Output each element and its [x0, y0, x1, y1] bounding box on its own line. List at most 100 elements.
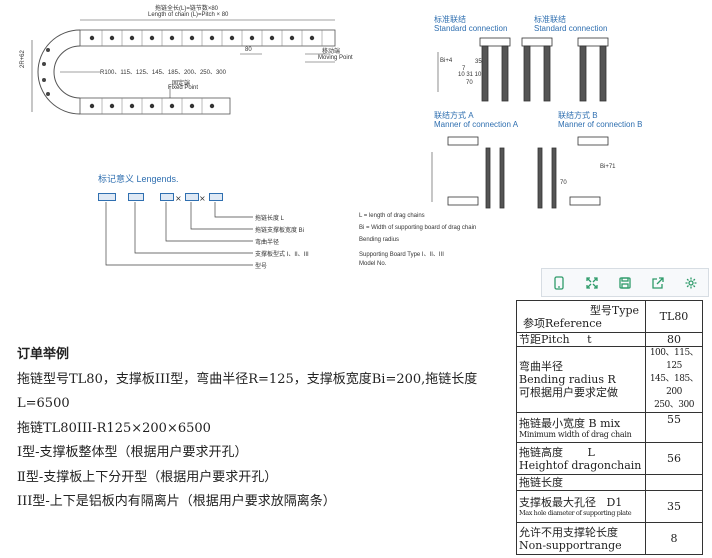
- dim-bi71: Bi+71: [600, 164, 616, 170]
- std-conn-b-en: Standard connection: [534, 24, 608, 33]
- legend-cn-0: 拖链长度 L: [255, 216, 285, 222]
- legend-box-2: [128, 193, 144, 201]
- connection-drawings: 标准联结 Standard connection 标准联结 Standard c…: [430, 12, 643, 222]
- radius-list-label: R100、115、125、145、185、200、250、300: [100, 70, 226, 76]
- spec-hole-en: Max hole diameter of supporting plate: [519, 508, 632, 517]
- spec-type-cn: 型号Type: [589, 303, 639, 317]
- spec-val-height: 56: [645, 442, 703, 475]
- legend-en-1: Bi = Width of supporting board of drag c…: [359, 225, 477, 231]
- drag-chain-drawing: 拖链全长(L)=链节数×80 Length of chain (L)=Pitch…: [0, 0, 380, 140]
- spec-val-type: TL80: [645, 300, 703, 333]
- legend-section: 标记意义 Lengends. × × 拖链长度 L 拖链支撑板宽度 Bi 弯曲半…: [95, 172, 515, 277]
- spec-radius-val-c: 250、300: [654, 400, 694, 410]
- spec-val-min-width: 55: [645, 412, 703, 443]
- legend-box-5: [209, 193, 223, 201]
- order-type-2: Ⅱ型-支撑板上下分开型（根据用户要求开孔）: [17, 469, 278, 485]
- spec-label-hole: 支撑板最大孔径 D1 Max hole diameter of supporti…: [516, 490, 646, 523]
- image-toolbar: [541, 268, 709, 297]
- table-row: 支撑板最大孔径 D1 Max hole diameter of supporti…: [516, 490, 703, 523]
- phone-icon[interactable]: [549, 273, 569, 293]
- spec-label-nonsupport: 允许不用支撑轮长度 Non-supportrange: [516, 522, 646, 555]
- spec-hole-cn: 支撑板最大孔径 D1: [519, 495, 623, 509]
- table-row: 弯曲半径 Bending radius R 可根据用户要求定做 100、115、…: [516, 346, 703, 413]
- fixed-point-cn: 固定端: [172, 81, 191, 87]
- order-line-3: 拖链TL80III-R125×200×6500: [17, 420, 211, 436]
- drag-chain-svg: [31, 19, 336, 115]
- dim-70-b: 70: [560, 180, 567, 186]
- legend-box-3: [160, 193, 174, 201]
- spec-label-height: 拖链高度 L Heightof dragonchain: [516, 442, 646, 475]
- legend-en-4: Model No.: [359, 261, 387, 267]
- dim-7: 7: [462, 66, 466, 72]
- spec-radius-val-a: 100、115、125: [649, 348, 699, 371]
- total-length-label: 拖链全长(L)=链节数×80: [155, 6, 219, 12]
- std-conn-b-cn: 标准联结: [534, 15, 566, 24]
- spec-val-length: [645, 474, 703, 491]
- share-icon[interactable]: [648, 273, 668, 293]
- legend-en-3: Supporting Board Type I、II、III: [359, 252, 444, 258]
- spec-radius-val-b: 145、185、200: [649, 374, 699, 397]
- std-conn-cn: 标准联结: [434, 15, 466, 24]
- spec-min-width-cn: 拖链最小宽度 B mix: [519, 416, 621, 430]
- dim-35: 35: [475, 59, 482, 65]
- table-row: 节距Pitch t 80: [516, 332, 703, 347]
- legend-leader-svg: × ×: [105, 194, 253, 266]
- svg-text:×: ×: [199, 194, 206, 203]
- spec-type-en: 参项Reference: [523, 316, 602, 330]
- order-type-3: III型-上下是铝板内有隔离片（根据用户要求放隔离条）: [17, 494, 336, 509]
- spec-table: 型号Type 参项Reference TL80 节距Pitch t 80 弯曲半…: [516, 300, 703, 555]
- table-row: 型号Type 参项Reference TL80: [516, 300, 703, 333]
- spec-val-pitch: 80: [645, 332, 703, 347]
- legend-en-2: Bending radius: [359, 237, 400, 243]
- conn-b-en: Manner of connection B: [558, 120, 643, 129]
- spec-radius-custom: 可根据用户要求定做: [519, 386, 618, 399]
- conn-a-cn: 联结方式 A: [434, 111, 474, 120]
- spec-label-pitch: 节距Pitch t: [516, 332, 646, 347]
- conn-a-en: Manner of connection A: [434, 120, 519, 129]
- spec-nonsupport-en: Non-supportrange: [519, 538, 622, 552]
- spec-val-nonsupport: 8: [645, 522, 703, 555]
- table-row: 拖链长度: [516, 474, 703, 491]
- legend-cn-2: 弯曲半径: [255, 240, 280, 246]
- spec-radius-en: Bending radius R: [519, 373, 616, 386]
- legend-cn-4: 型号: [255, 264, 268, 270]
- spec-height-en: Heightof dragonchain: [519, 458, 642, 472]
- spec-label-min-width: 拖链最小宽度 B mix Minimum width of drag chain: [516, 412, 646, 443]
- legend-en-0: L = length of drag chains: [359, 213, 425, 219]
- order-heading: 订单举例: [17, 347, 70, 362]
- spec-val-radius: 100、115、125 145、185、200 250、300: [645, 346, 703, 413]
- spec-label-length: 拖链长度: [516, 474, 646, 491]
- legend-box-4: [185, 193, 199, 201]
- table-row: 拖链高度 L Heightof dragonchain 56: [516, 442, 703, 475]
- legend-box-1: [98, 193, 116, 201]
- fixed-point-en: Fixed Point: [168, 85, 199, 91]
- spec-val-hole: 35: [645, 490, 703, 523]
- moving-point-en: Moving Point: [318, 55, 353, 61]
- connection-svg: [431, 37, 609, 209]
- settings-icon[interactable]: [681, 273, 701, 293]
- order-line-1: 拖链型号TL80，支撑板III型，弯曲半径R=125，支撑板宽度Bi=200,拖…: [17, 371, 478, 387]
- legend-cn-3: 支撑板型式 I、II、III: [255, 252, 309, 258]
- order-example: 订单举例 拖链型号TL80，支撑板III型，弯曲半径R=125，支撑板宽度Bi=…: [17, 343, 512, 515]
- order-line-2: L=6500: [17, 396, 70, 411]
- legend-cn-1: 拖链支撑板宽度 Bi: [255, 228, 305, 234]
- order-type-1: Ⅰ型-支撑板整体型（根据用户要求开孔）: [17, 445, 248, 460]
- spec-height-cn: 拖链高度 L: [519, 445, 595, 459]
- moving-point-cn: 移动端: [322, 49, 341, 55]
- svg-text:×: ×: [175, 194, 182, 203]
- save-icon[interactable]: [615, 273, 635, 293]
- length-formula-label: Length of chain (L)=Pitch × 80: [148, 12, 229, 18]
- dim-10-31-10: 10 31 10: [458, 72, 482, 78]
- height-dim-label: 2R+62: [20, 50, 26, 68]
- table-row: 允许不用支撑轮长度 Non-supportrange 8: [516, 522, 703, 555]
- dim-bi4: Bi+4: [440, 58, 453, 64]
- spec-nonsupport-cn: 允许不用支撑轮长度: [519, 525, 618, 539]
- conn-b-cn: 联结方式 B: [558, 111, 598, 120]
- spec-label-radius: 弯曲半径 Bending radius R 可根据用户要求定做: [516, 346, 646, 413]
- pitch-label: 80: [245, 47, 252, 53]
- spec-label-type: 型号Type 参项Reference: [516, 300, 646, 333]
- dim-70: 70: [466, 80, 473, 86]
- std-conn-en: Standard connection: [434, 24, 508, 33]
- table-row: 拖链最小宽度 B mix Minimum width of drag chain…: [516, 412, 703, 443]
- expand-icon[interactable]: [582, 273, 602, 293]
